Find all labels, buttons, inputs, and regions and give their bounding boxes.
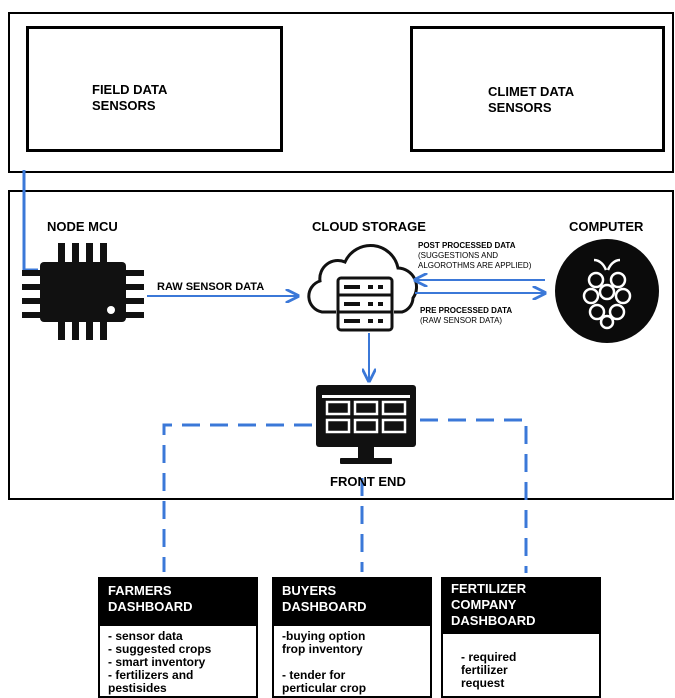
farmers-dashboard-items: - sensor data - suggested crops - smart …: [98, 624, 258, 698]
buyers-dashboard-title: BUYERS DASHBOARD: [272, 577, 432, 624]
pre-processed-note: (RAW SENSOR DATA): [420, 316, 503, 325]
climate-data-sensors-box: [410, 26, 665, 152]
front-end-label: FRONT END: [330, 474, 406, 489]
computer-label: COMPUTER: [569, 219, 644, 234]
farmers-dashboard-title: FARMERS DASHBOARD: [98, 577, 258, 624]
buyers-dashboard-items: -buying option frop inventory - tender f…: [272, 624, 432, 698]
fertilizer-dashboard-title: FERTILIZER COMPANY DASHBOARD: [441, 577, 601, 632]
cloud-storage-label: CLOUD STORAGE: [312, 219, 426, 234]
monitor-icon: [316, 385, 416, 464]
field-data-sensors-label: FIELD DATA SENSORS: [92, 82, 168, 113]
server-leds: [344, 285, 383, 323]
sensor-to-mcu-wire: [22, 170, 38, 272]
post-processed-label: POST PROCESSED DATA: [418, 241, 516, 250]
climate-data-sensors-label: CLIMET DATA SENSORS: [488, 84, 575, 115]
raspberry-pi-icon: [555, 239, 659, 343]
mcu-chip-icon: [22, 243, 144, 340]
field-data-sensors-box: [26, 26, 283, 152]
raw-sensor-data-label: RAW SENSOR DATA: [157, 281, 265, 293]
pre-processed-label: PRE PROCESSED DATA: [420, 306, 513, 315]
system-panel: [8, 190, 674, 500]
dashboard-connectors: [162, 418, 528, 573]
post-processed-note: (SUGGESTIONS AND ALGOROTHMS ARE APPLIED): [418, 251, 532, 270]
node-mcu-label: NODE MCU: [47, 219, 118, 234]
cloud-storage-icon: [307, 243, 418, 332]
fertilizer-dashboard-items: - required fertilizer request: [441, 632, 601, 698]
